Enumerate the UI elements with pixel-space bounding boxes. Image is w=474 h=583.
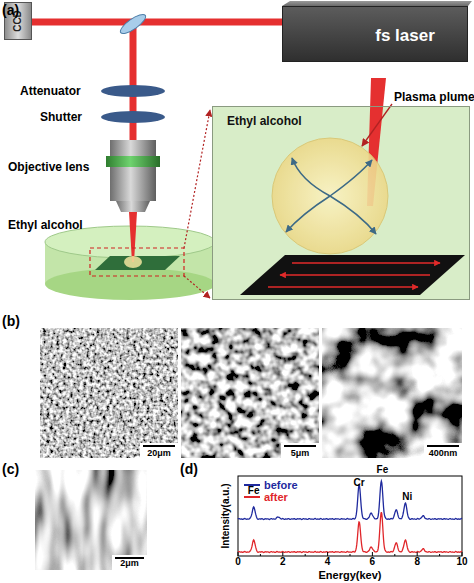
objective-tip xyxy=(116,201,150,212)
axis-title: Intensity(a.u.) xyxy=(221,483,231,548)
sample-surface xyxy=(240,255,465,295)
axis-tick xyxy=(372,552,373,556)
plume-flow xyxy=(286,196,330,232)
axis-tick xyxy=(282,552,283,556)
focused-beam xyxy=(129,212,137,262)
peak-label: Fe xyxy=(377,465,389,475)
sem-image xyxy=(181,328,319,458)
legend-text: before xyxy=(264,480,298,491)
scale-bar xyxy=(427,445,459,447)
panel-letter: (a) xyxy=(2,3,19,17)
plasma-plume xyxy=(272,138,388,254)
scale-label: 400nm xyxy=(429,449,458,458)
legend-row: before xyxy=(243,479,298,491)
legend-row: after xyxy=(243,491,298,503)
legend-line xyxy=(243,493,261,501)
tick-label: 10 xyxy=(456,557,467,567)
attenuator-disk xyxy=(101,85,165,97)
inset-liquid xyxy=(212,106,470,300)
objective-band xyxy=(106,156,160,167)
zoom-box xyxy=(90,248,184,276)
objective-lens xyxy=(110,167,156,201)
zoom-leader xyxy=(184,110,210,248)
axis-tick xyxy=(462,552,463,556)
scan-path xyxy=(280,274,430,275)
scan-path xyxy=(292,262,440,263)
axis-tick xyxy=(417,552,418,556)
objective-lens xyxy=(110,140,156,156)
tick-label: 0 xyxy=(235,557,241,567)
laser-box: fs laser xyxy=(282,6,468,62)
tick-label: 2 xyxy=(280,557,286,567)
component-label: Objective lens xyxy=(8,161,89,173)
callout-label: Plasma plume xyxy=(394,91,474,103)
axis-title: Energy(kev) xyxy=(319,570,382,581)
shutter-disk xyxy=(101,111,165,123)
plot-frame xyxy=(238,476,462,556)
panel-letter: (d) xyxy=(180,462,198,476)
sem-image xyxy=(40,328,178,458)
laser-beam xyxy=(32,19,282,26)
scale-bar xyxy=(284,445,316,447)
legend: beforeafter xyxy=(243,479,298,503)
component-label: Attenuator xyxy=(20,85,81,97)
callout-leader xyxy=(362,104,392,146)
scale-box xyxy=(424,443,462,458)
axis-tick xyxy=(439,554,440,556)
axis-tick xyxy=(238,552,239,556)
panel-letter: (c) xyxy=(2,462,19,476)
plume-flow xyxy=(330,160,372,196)
peak-label: Cr xyxy=(354,478,365,488)
axis-tick xyxy=(350,554,351,556)
sem-image xyxy=(322,328,462,458)
scale-label: 20μm xyxy=(147,449,171,458)
tick-label: 6 xyxy=(370,557,376,567)
component-label: Shutter xyxy=(40,111,82,123)
axis-tick xyxy=(394,554,395,556)
scale-label: 5μm xyxy=(291,449,310,458)
panel-letter: (b) xyxy=(2,314,20,328)
peak-label: Fe xyxy=(248,486,260,496)
tick-label: 4 xyxy=(325,557,331,567)
spectrum-after xyxy=(238,512,462,552)
tick-label: 8 xyxy=(414,557,420,567)
scale-box xyxy=(112,555,147,570)
mirror xyxy=(118,11,148,36)
plume-flow xyxy=(330,196,376,234)
node-text: Ethyl alcohol xyxy=(227,115,302,127)
axis-tick xyxy=(305,554,306,556)
plume-small xyxy=(124,256,142,268)
zoom-leader xyxy=(184,276,210,298)
scale-box xyxy=(281,443,319,458)
sample-plate xyxy=(95,256,180,270)
inset-box: Ethyl alcohol xyxy=(212,106,470,300)
legend-text: after xyxy=(264,492,288,503)
beaker-bottom xyxy=(45,268,215,300)
scale-bar xyxy=(143,445,175,447)
axis-tick xyxy=(260,554,261,556)
legend-line xyxy=(243,481,261,489)
peak-label: Ni xyxy=(402,492,412,502)
scan-path xyxy=(268,286,418,287)
spectrum-plot xyxy=(238,481,462,556)
scale-label: 2μm xyxy=(120,559,139,568)
scale-box xyxy=(140,443,178,458)
sem-image xyxy=(35,470,147,570)
component-label: Ethyl alcohol xyxy=(8,219,83,231)
node-text: fs laser xyxy=(375,27,435,44)
axis-tick xyxy=(327,552,328,556)
laser-beam xyxy=(130,22,137,142)
plume-flow xyxy=(292,158,330,196)
